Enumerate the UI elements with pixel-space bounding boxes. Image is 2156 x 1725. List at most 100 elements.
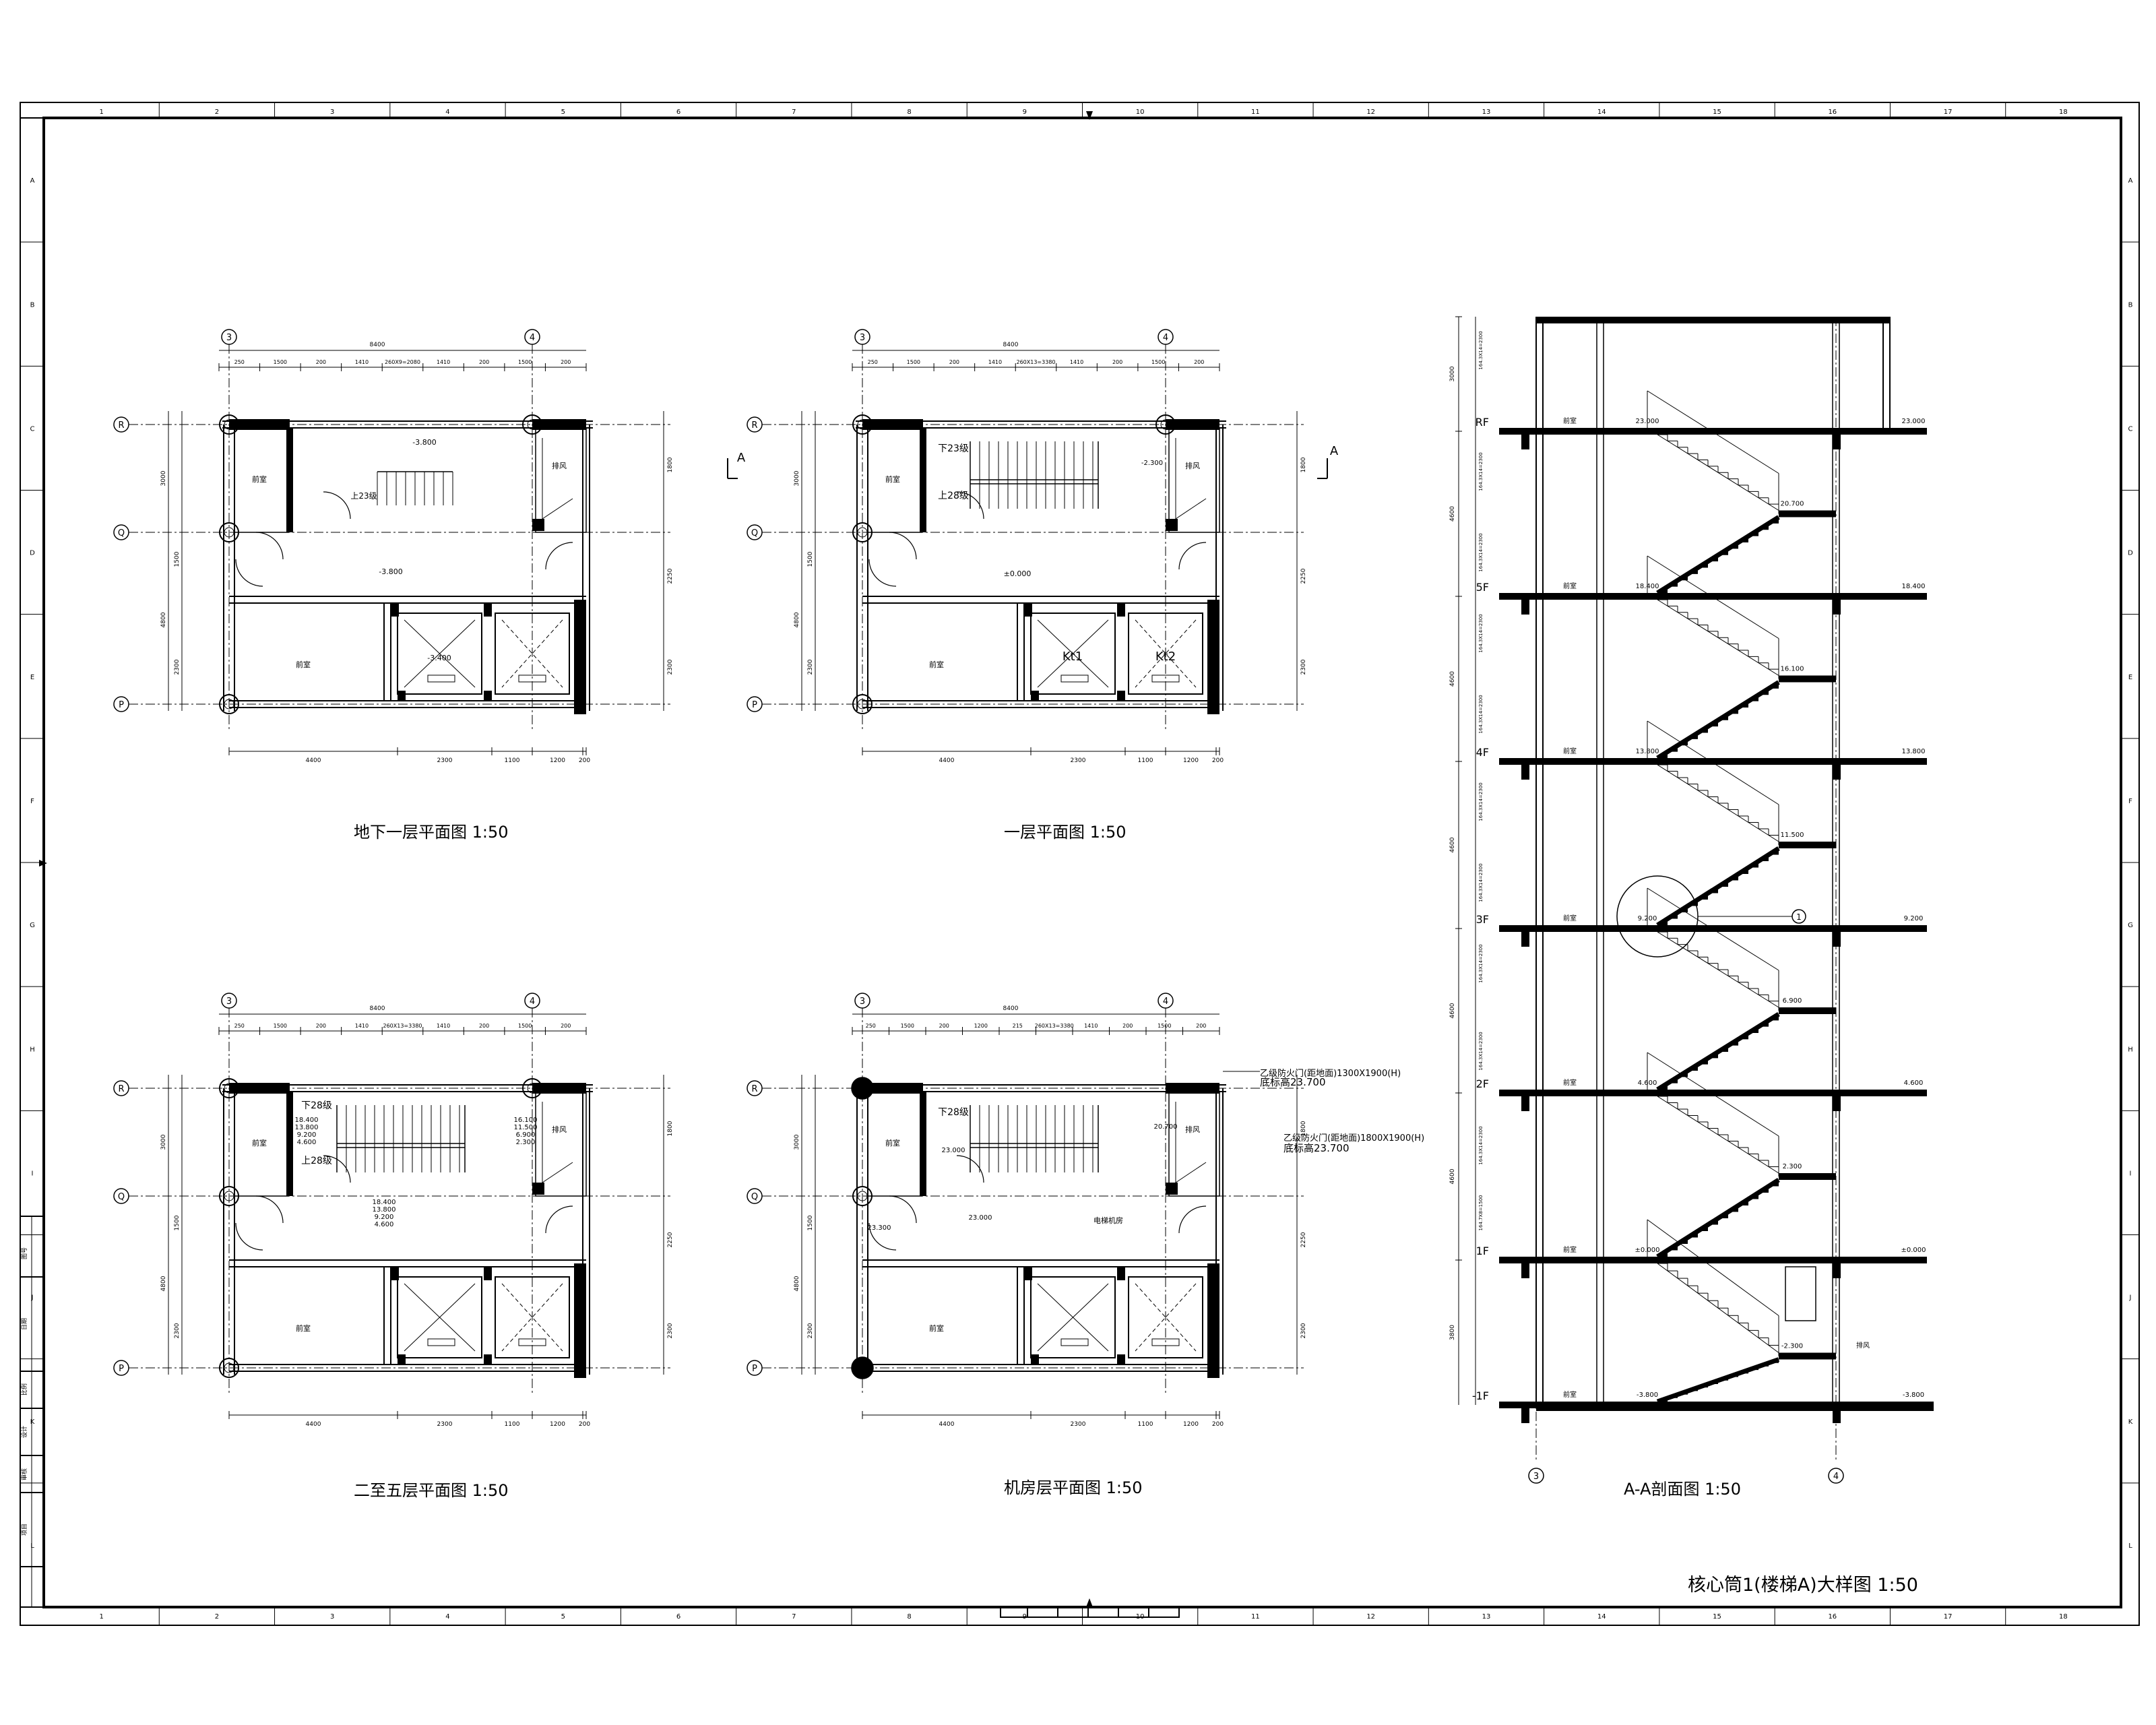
- floor-name: 1F: [1476, 1245, 1489, 1257]
- col-label: 14: [1597, 108, 1606, 116]
- floor-level: -3.800: [1903, 1391, 1924, 1399]
- floor-level: 9.200: [1904, 915, 1924, 922]
- landing-level: 16.100: [1781, 666, 1804, 673]
- room-label: 前室: [1563, 1078, 1577, 1087]
- dim-left: 4800: [160, 612, 167, 627]
- axis-node: [219, 1186, 239, 1206]
- column-small: [1024, 1267, 1032, 1280]
- dim-right: 1800: [667, 457, 674, 472]
- dim-top: 200: [1196, 1023, 1206, 1029]
- room-label: 排风: [552, 461, 567, 470]
- section-mark-label: A: [737, 451, 746, 465]
- sheet-title: 核心筒1(楼梯A)大样图 1:50: [1688, 1575, 1918, 1596]
- plan-ground-title: 一层平面图 1:50: [1004, 823, 1127, 842]
- row-label: I: [2130, 1170, 2132, 1177]
- axis-node: [219, 694, 239, 714]
- wall-solid: [1166, 419, 1219, 430]
- column-small: [391, 1267, 399, 1280]
- axis-label: P: [119, 700, 124, 710]
- stair-step: [1668, 1077, 1678, 1084]
- row-label: B: [2128, 301, 2133, 309]
- stair-handrail-line: [1647, 390, 1779, 474]
- column-small: [1031, 691, 1039, 701]
- stair-step: [1718, 1212, 1728, 1218]
- level: 2.300: [516, 1139, 536, 1146]
- door-swing: [868, 1222, 897, 1251]
- room-label: 前室: [885, 1138, 900, 1148]
- dim-left: 3000: [794, 1134, 800, 1150]
- stair-step: [1738, 701, 1748, 708]
- axis-label: 3: [1533, 1472, 1539, 1482]
- floor-level: 23.000: [1902, 418, 1926, 425]
- dim-bottom: 2300: [437, 757, 453, 764]
- shaft-wall: [535, 1091, 587, 1197]
- stair-step: [1758, 854, 1769, 861]
- lift-cross: [1037, 1283, 1109, 1352]
- row-label: A: [30, 177, 35, 185]
- stair-step: [1698, 1058, 1708, 1065]
- flight-dim: 164.3X14=2300: [1478, 331, 1484, 369]
- door-note-1b: 底标高23.700: [1260, 1076, 1326, 1088]
- axis-label: 3: [226, 997, 232, 1007]
- center-marks: [39, 111, 1093, 1607]
- beam: [1521, 600, 1529, 615]
- lift-shaft: [1030, 613, 1116, 695]
- col-label: 7: [792, 1613, 796, 1621]
- section-dim: 3000: [1449, 366, 1456, 381]
- row-label: E: [2128, 674, 2132, 681]
- column-small: [398, 691, 406, 701]
- stair-label: 下23级: [938, 443, 969, 454]
- stair-step: [1748, 1366, 1758, 1371]
- dim-top: 1500: [518, 359, 532, 365]
- room-label: 排风: [1185, 1125, 1200, 1134]
- dim-top: 260X13=3380: [1017, 359, 1056, 365]
- stair-step: [1748, 530, 1758, 536]
- dim-top: 1410: [355, 359, 369, 365]
- dim-right: 2300: [1300, 1323, 1307, 1338]
- stair-label: 下28级: [938, 1107, 969, 1118]
- dim-top: 1410: [437, 359, 450, 365]
- dim-right: 1800: [1300, 1121, 1307, 1136]
- shaft-wall: [1168, 1091, 1220, 1197]
- level: -3.800: [379, 567, 402, 576]
- dim-right: 2300: [667, 1323, 674, 1338]
- column-small: [1166, 1183, 1178, 1195]
- axis-node: [522, 414, 542, 435]
- door-swing: [956, 491, 984, 520]
- flight-dim: 164.3X14=2300: [1478, 533, 1484, 571]
- stair-step: [1657, 1083, 1668, 1090]
- axis-label: 4: [1163, 997, 1168, 1007]
- level: -2.300: [1141, 460, 1163, 467]
- level: 23.300: [868, 1224, 891, 1232]
- row-label: I: [32, 1170, 34, 1177]
- dim-bottom: 1200: [1183, 757, 1199, 764]
- row-label: H: [30, 1046, 35, 1053]
- column-small: [1117, 691, 1125, 701]
- dim-bottom: 200: [579, 757, 590, 764]
- lift-shaft: [397, 1276, 482, 1358]
- axis-label: P: [119, 1364, 124, 1374]
- floor-level: -3.800: [1637, 1391, 1658, 1399]
- door-swing: [255, 532, 284, 560]
- wall-solid: [920, 1092, 926, 1196]
- stair-step: [1728, 1205, 1738, 1212]
- door-note-2: 乙级防火门(距地面)1800X1900(H): [1283, 1133, 1424, 1143]
- stair-step: [1657, 1398, 1668, 1402]
- room-label: 前室: [1563, 1390, 1577, 1399]
- axis-bubble: [1828, 1468, 1844, 1484]
- row-label: K: [30, 1418, 35, 1426]
- door-swing: [868, 559, 897, 587]
- col-label: 17: [1944, 108, 1953, 116]
- floor-name: RF: [1476, 416, 1489, 429]
- stair-step: [1668, 1394, 1678, 1398]
- stair-step: [1738, 1033, 1748, 1040]
- stair-step: [1718, 548, 1728, 555]
- landing-level: 11.500: [1781, 832, 1804, 839]
- stair-step: [1698, 893, 1708, 900]
- lift-cross: [1135, 1283, 1197, 1352]
- axis-node-inner: [1160, 419, 1171, 430]
- door-swing: [545, 542, 573, 570]
- plan-basement-title: 地下一层平面图 1:50: [354, 823, 509, 842]
- col-label: 3: [330, 108, 334, 116]
